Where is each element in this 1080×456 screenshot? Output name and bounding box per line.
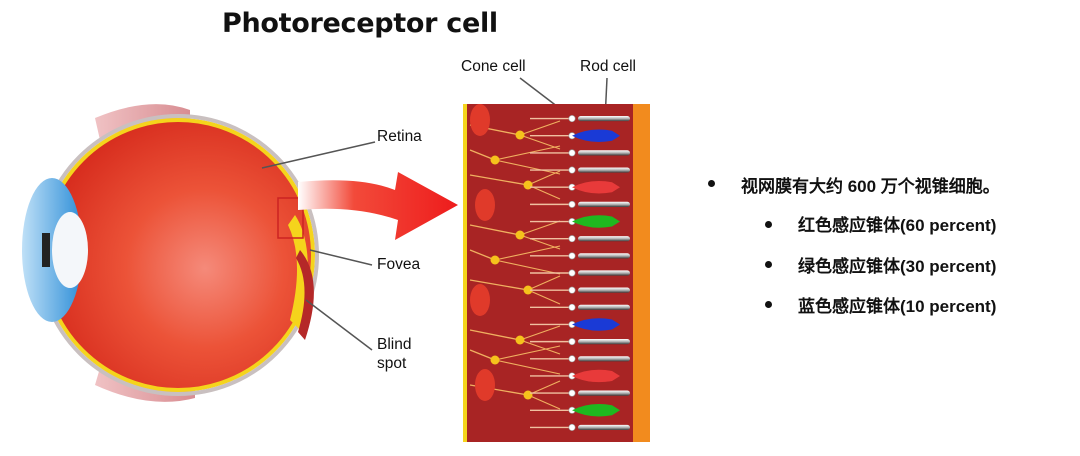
green-cone-cell <box>530 215 620 228</box>
zoom-arrow <box>298 172 458 240</box>
ganglion-cell <box>475 369 495 401</box>
rod-cell <box>530 235 630 243</box>
blind-spot-label-line2: spot <box>377 354 407 372</box>
bullet-red-cones: 红色感应锥体(60 percent) <box>798 216 997 235</box>
bullet-dot <box>765 261 772 268</box>
retinal-neuron <box>469 220 561 250</box>
bullet-dot <box>765 221 772 228</box>
red-cone-cell <box>530 369 620 383</box>
ganglion-cell <box>470 284 490 316</box>
bullet-dot <box>765 301 772 308</box>
blind-spot-label: Blind spot <box>377 336 411 373</box>
bullet-blue-cones: 蓝色感应锥体(10 percent) <box>798 297 997 316</box>
blue-cone-cell <box>530 129 620 142</box>
ganglion-cell <box>475 189 495 221</box>
eyeball <box>43 120 313 390</box>
fovea-label: Fovea <box>377 256 421 273</box>
retinal-neuron <box>469 325 561 355</box>
blue-cone-cell <box>530 318 620 331</box>
retinal-neuron <box>469 275 561 305</box>
optic-nerve <box>296 250 314 340</box>
bullet-dot <box>708 180 715 187</box>
rod-cell <box>530 286 630 294</box>
retinal-neuron <box>469 345 561 375</box>
lens <box>52 212 88 288</box>
rod-cell <box>530 338 630 346</box>
red-cone-cell <box>530 180 620 194</box>
blind-spot-label-line1: Blind <box>377 336 412 353</box>
bullet-main: 视网膜有大约 600 万个视锥细胞。 <box>741 177 1000 196</box>
rod-cell-label: Rod cell <box>580 58 636 75</box>
ganglion-cell <box>470 104 490 136</box>
bullet-green-cones: 绿色感应锥体(30 percent) <box>798 257 997 276</box>
rod-cell <box>530 389 630 397</box>
page-title: Photoreceptor cell <box>222 8 498 39</box>
pupil <box>42 233 50 267</box>
rod-cell <box>530 269 630 277</box>
rod-cell <box>530 355 630 363</box>
retinal-neuron <box>469 245 561 275</box>
retina-label: Retina <box>377 128 422 145</box>
rod-cell <box>530 149 630 157</box>
rod-cell <box>530 423 630 431</box>
retina-cross-section <box>463 104 650 442</box>
green-cone-cell <box>530 404 620 417</box>
rod-cell <box>530 200 630 208</box>
rod-cell <box>530 166 630 174</box>
cone-cell-label: Cone cell <box>461 58 526 75</box>
zoom-box <box>277 197 304 239</box>
rod-cell <box>530 115 630 123</box>
rod-cell <box>530 303 630 311</box>
retinal-neuron <box>469 145 561 175</box>
rod-cell <box>530 252 630 260</box>
fovea-region <box>288 215 308 330</box>
